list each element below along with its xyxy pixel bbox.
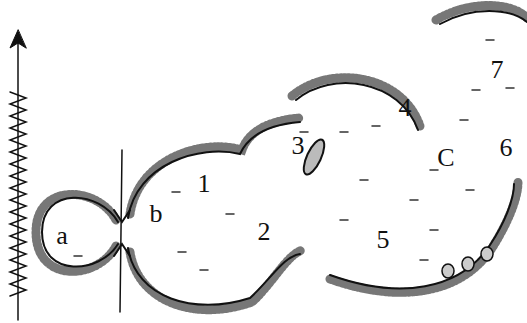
- callout-label: 7: [491, 57, 504, 83]
- flagellum-arrow: [10, 42, 122, 320]
- dash-marks: [74, 40, 514, 270]
- chamber-outline: [42, 11, 527, 305]
- granule: [442, 247, 493, 278]
- callout-label: C: [437, 145, 454, 171]
- shading: [36, 6, 527, 310]
- callout-label: 5: [377, 227, 390, 253]
- callout-label: 4: [399, 95, 412, 121]
- arrowhead: [10, 30, 26, 48]
- callout-label: 3: [292, 133, 305, 159]
- callout-label: 6: [500, 135, 513, 161]
- callout-label: 1: [198, 171, 211, 197]
- callout-label: 2: [258, 219, 271, 245]
- callout-label: a: [56, 223, 68, 249]
- callout-label: b: [150, 201, 163, 227]
